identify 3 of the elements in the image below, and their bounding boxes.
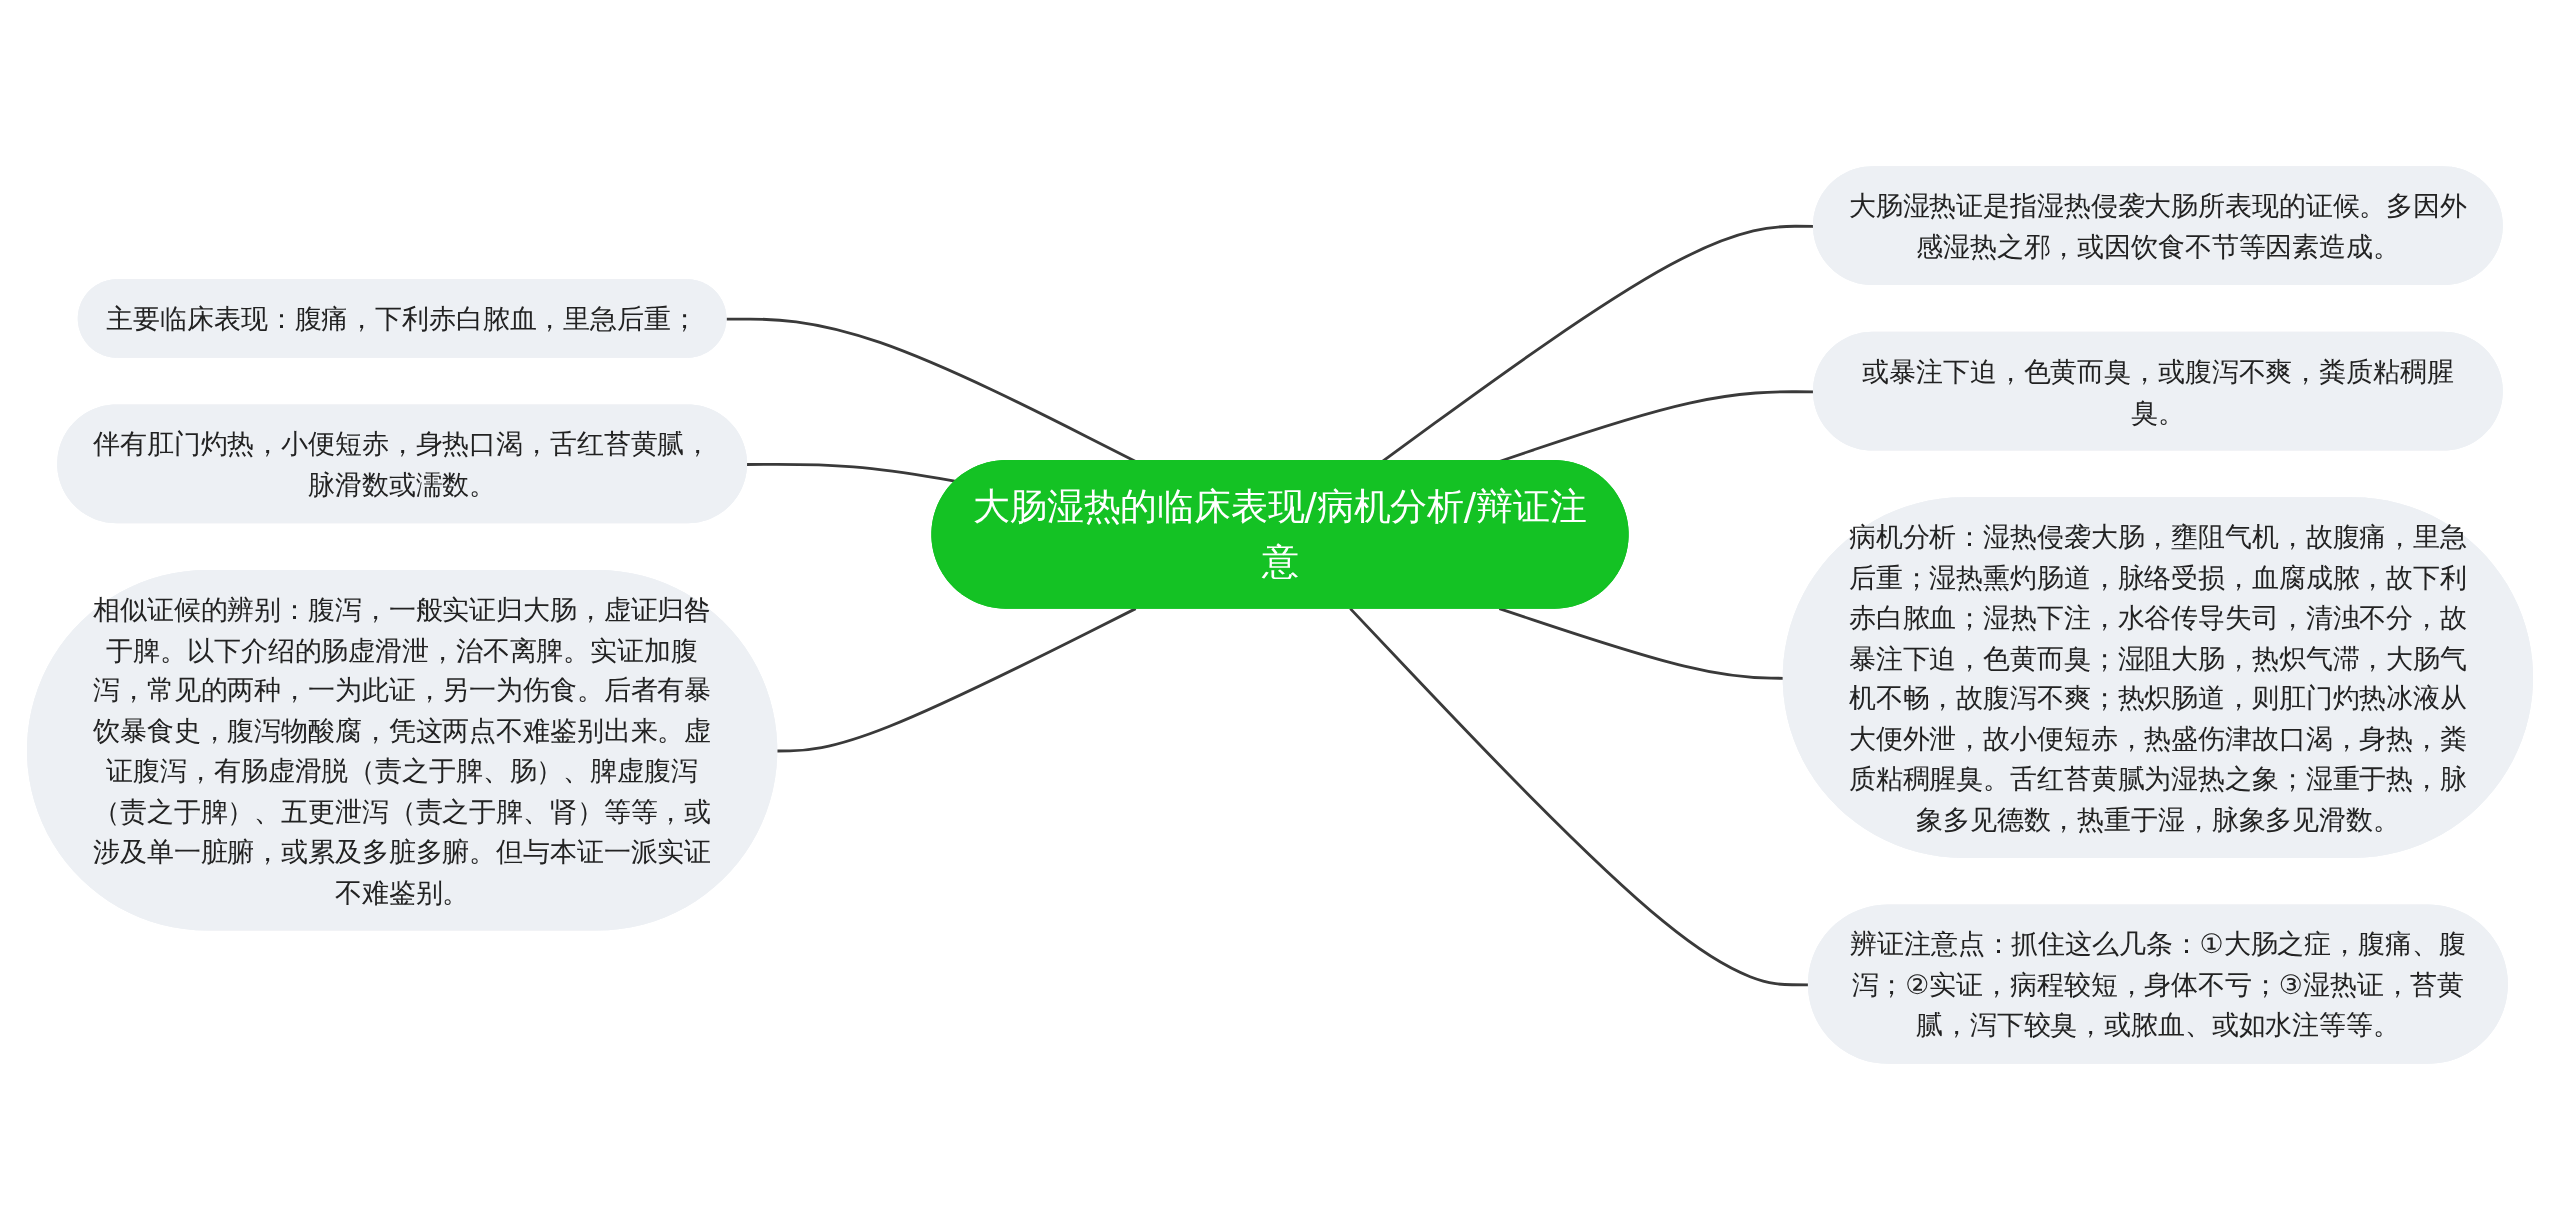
connector <box>1349 607 1810 986</box>
connector <box>777 606 1137 752</box>
connector <box>747 462 957 483</box>
